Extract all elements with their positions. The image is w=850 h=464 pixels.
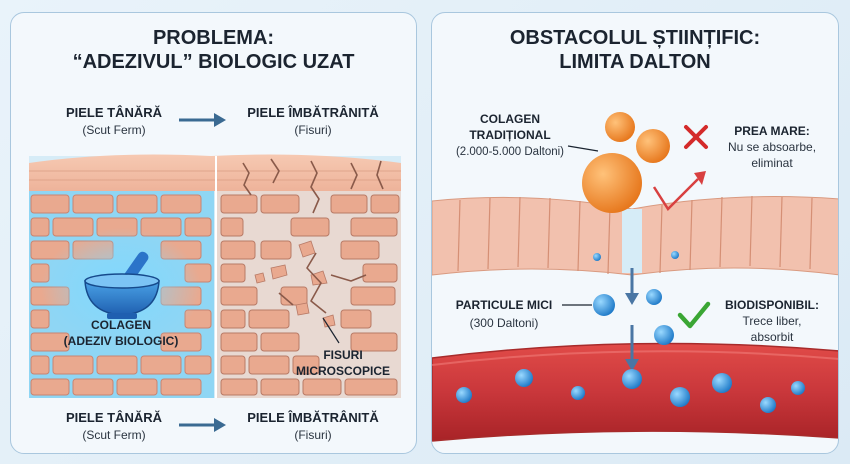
top-young-sub: (Scut Ferm) [82,123,146,137]
too-big-line1: Nu se absoarbe, [727,140,817,154]
top-young-label: PIELE TÂNĂRĂ [65,105,163,120]
small-particles [562,289,674,345]
right-title-line2: LIMITA DALTON [559,51,711,73]
right-title-line1: OBSTACOLUL ȘTIINȚIFIC: [509,27,761,49]
red-x-icon [684,125,708,149]
too-big-line2: eliminat [751,156,793,170]
fissure-label-2: MICROSCOPICE [295,364,390,378]
bounce-arrow-icon [652,178,699,211]
bioavailable-line1: Trece liber, [742,314,802,328]
bottom-young-sub: (Scut Ferm) [82,428,146,442]
green-check-icon [677,301,711,329]
bottom-young-label: PIELE TÂNĂRĂ [65,410,163,425]
arrow-right-icon [179,113,226,127]
bioavailable-title: BIODISPONIBIL: [724,298,819,312]
too-big-title: PREA MARE: [734,124,810,138]
dalton-illustration [432,112,838,442]
left-title-line1: PROBLEMA: [152,27,275,49]
fissure-label-1: FISURI [323,348,363,362]
bottom-aged-label: PIELE ÎMBĂTRÂNITĂ [247,410,379,425]
traditional-collagen-particles [582,112,670,213]
collagen-label-2: (ADEZIV BIOLOGIC) [63,334,179,348]
bottom-aged-sub: (Fisuri) [294,428,332,442]
left-panel-problem: PROBLEMA: “ADEZIVUL” BIOLOGIC UZAT PIELE… [10,12,417,454]
skin-illustration [29,113,401,432]
left-title-line2: “ADEZIVUL” BIOLOGIC UZAT [72,51,355,73]
aged-skin-bricks [216,158,401,398]
top-aged-sub: (Fisuri) [294,123,332,137]
top-aged-label: PIELE ÎMBĂTRÂNITĂ [247,105,379,120]
collagen-label-1: COLAGEN [91,318,151,332]
traditional-label-2: TRADIȚIONAL [469,128,551,142]
right-panel-dalton-limit: OBSTACOLUL ȘTIINȚIFIC: LIMITA DALTON [431,12,839,454]
mortar-pestle-icon [84,251,160,319]
arrow-right-icon [179,418,226,432]
small-particles-title: PARTICULE MICI [455,298,553,312]
traditional-label-1: COLAGEN [480,112,540,126]
bioavailable-line2: absorbit [750,330,794,344]
small-particles-sub: (300 Daltoni) [469,316,539,330]
traditional-label-3: (2.000-5.000 Daltoni) [455,146,565,158]
